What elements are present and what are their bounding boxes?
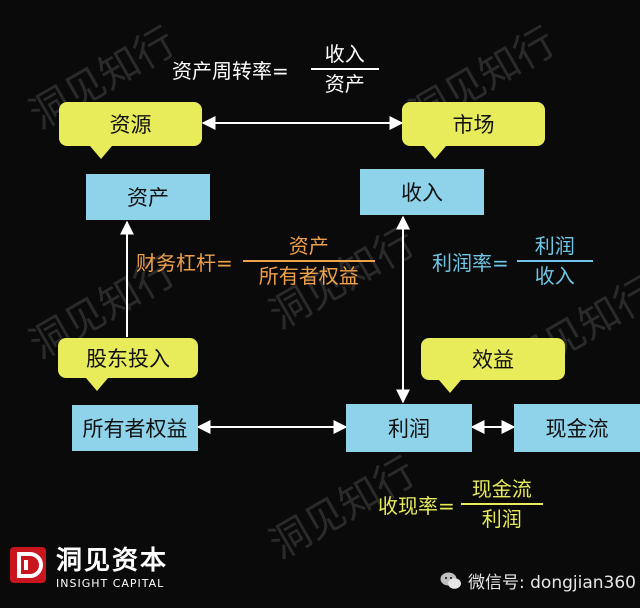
callout-market: 市场: [402, 102, 545, 146]
leverage-label: 财务杠杆=: [136, 250, 233, 275]
node-cash-flow: 现金流: [514, 404, 640, 452]
profit-margin-formula: 利润率= 利润 收入: [432, 232, 593, 290]
node-assets-label: 资产: [127, 186, 169, 210]
fraction-bar: [242, 260, 375, 262]
wechat-icon: [440, 572, 461, 589]
profit-margin-fraction: 利润 收入: [516, 232, 593, 290]
callout-resources: 资源: [59, 102, 202, 146]
asset-turnover-numerator: 收入: [324, 42, 365, 66]
node-profit-label: 利润: [388, 417, 430, 441]
leverage-fraction: 资产 所有者权益: [242, 232, 375, 290]
callout-tail: [424, 146, 446, 159]
callout-tail: [90, 146, 112, 159]
node-assets: 资产: [86, 174, 210, 220]
asset-turnover-fraction: 收入 资产: [310, 40, 379, 98]
node-profit: 利润: [346, 404, 472, 452]
callout-resources-label: 资源: [109, 113, 152, 137]
callout-shareholder-investment: 股东投入: [58, 338, 198, 378]
cash-ratio-formula: 收现率= 现金流 利润: [378, 475, 543, 533]
fraction-bar: [460, 503, 543, 505]
leverage-formula: 财务杠杆= 资产 所有者权益: [136, 232, 375, 290]
brand-logo: 洞见资本 INSIGHT CAPITAL: [8, 540, 168, 590]
node-equity-label: 所有者权益: [82, 417, 188, 441]
node-revenue: 收入: [360, 169, 484, 215]
asset-turnover-formula: 资产周转率= 收入 资产: [172, 40, 379, 98]
cash-ratio-label: 收现率=: [378, 493, 455, 518]
asset-turnover-label: 资产周转率=: [172, 58, 289, 83]
profit-margin-denominator: 收入: [534, 264, 575, 288]
node-equity: 所有者权益: [72, 405, 198, 451]
node-revenue-label: 收入: [401, 181, 443, 205]
brand-name: 洞见资本: [56, 546, 169, 576]
profit-margin-numerator: 利润: [534, 234, 575, 258]
profit-margin-label: 利润率=: [432, 250, 509, 275]
cash-ratio-denominator: 利润: [481, 507, 522, 531]
callout-shareholder-investment-label: 股东投入: [86, 347, 170, 371]
cash-ratio-numerator: 现金流: [471, 477, 532, 501]
fraction-bar: [516, 260, 593, 262]
callout-market-label: 市场: [452, 113, 495, 137]
node-cash-flow-label: 现金流: [545, 417, 609, 441]
callout-efficiency-label: 效益: [472, 348, 514, 372]
wechat-id-text: 微信号: dongjian360: [468, 573, 636, 593]
cash-ratio-fraction: 现金流 利润: [460, 475, 543, 533]
leverage-denominator: 所有者权益: [258, 264, 359, 288]
brand-mark-icon: [10, 547, 46, 583]
callout-efficiency: 效益: [421, 338, 565, 380]
fraction-bar: [310, 68, 379, 70]
asset-turnover-denominator: 资产: [324, 72, 365, 96]
brand-subtitle: INSIGHT CAPITAL: [56, 577, 165, 590]
wechat-id: 微信号: dongjian360: [440, 568, 636, 593]
leverage-numerator: 资产: [288, 234, 329, 258]
callout-tail: [86, 378, 108, 391]
callout-tail: [439, 380, 461, 393]
